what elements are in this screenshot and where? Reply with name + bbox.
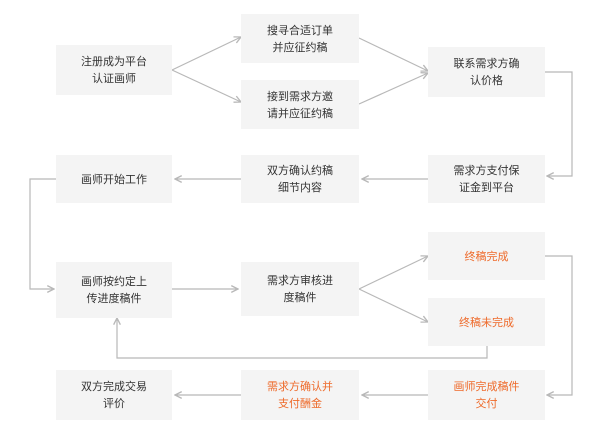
edge-search-contact [358, 37, 428, 71]
edge-done-deliver [545, 255, 573, 395]
edge-register-invited [171, 69, 241, 102]
edge-start-upload [29, 178, 56, 289]
node-search: 搜寻合适订单 并应征约稿 [241, 14, 359, 63]
edge-register-search [171, 37, 241, 71]
node-upload: 画师按约定上 传进度稿件 [56, 262, 172, 318]
edge-undone-upload [117, 318, 488, 359]
node-contact: 联系需求方确 认价格 [428, 47, 545, 97]
node-register: 注册成为平台 认证画师 [56, 45, 172, 95]
node-start: 画师开始工作 [56, 155, 172, 203]
node-rate: 双方完成交易 评价 [56, 370, 172, 420]
edge-review-undone [358, 288, 428, 322]
node-review: 需求方审核进 度稿件 [241, 262, 359, 316]
node-deposit: 需求方支付保 证金到平台 [428, 155, 545, 203]
node-draft-undone: 终稿未完成 [428, 298, 545, 346]
node-confirm: 双方确认约稿 细节内容 [241, 155, 359, 203]
edge-contact-deposit [545, 71, 573, 176]
edge-review-done [358, 256, 428, 290]
node-draft-done: 终稿完成 [428, 232, 545, 280]
node-pay: 需求方确认并 支付酬金 [241, 370, 359, 420]
node-deliver: 画师完成稿件 交付 [428, 370, 545, 420]
edge-invited-contact [358, 73, 428, 105]
node-invited: 接到需求方邀 请并应征约稿 [241, 80, 359, 129]
